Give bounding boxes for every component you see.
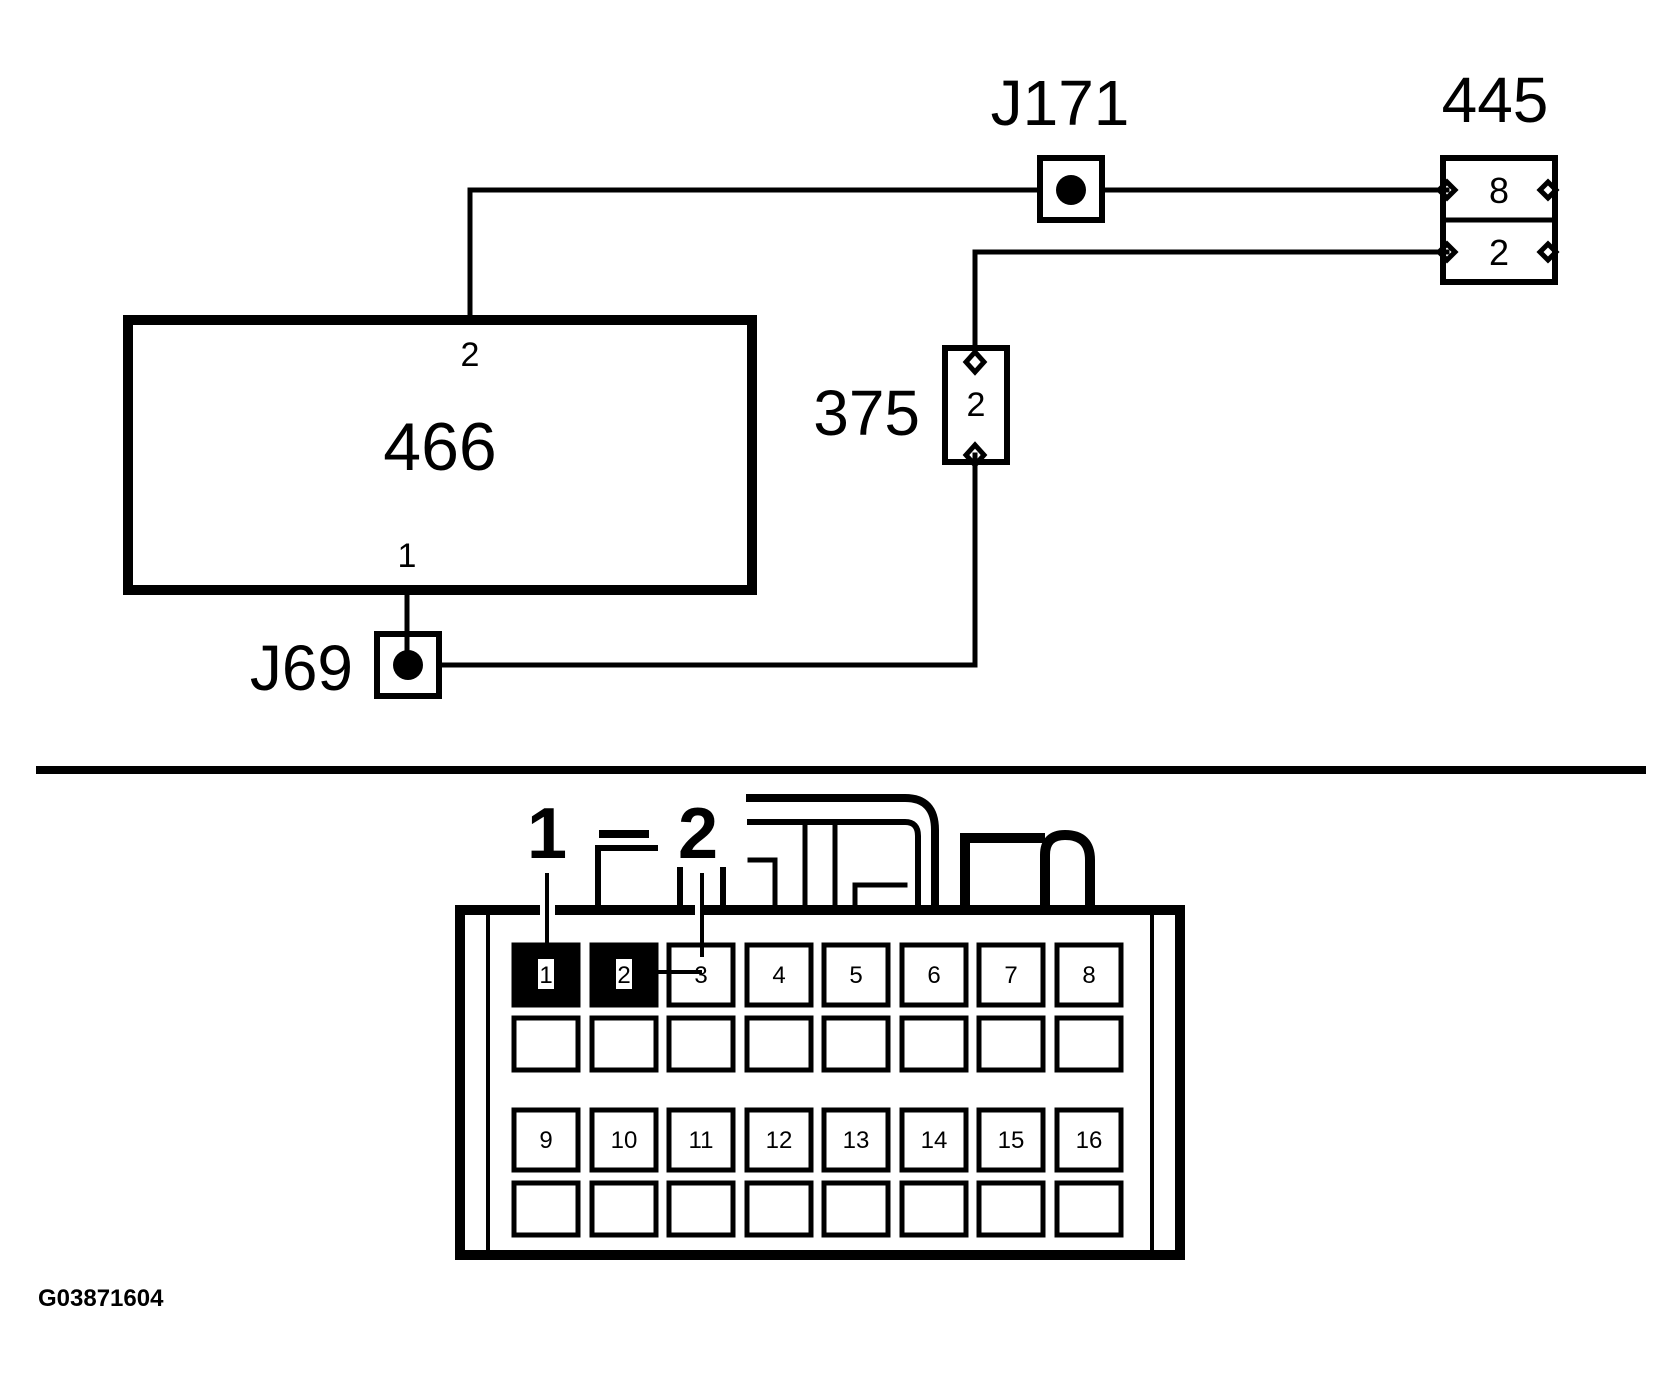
pin-9-label: 9 [539, 1127, 552, 1154]
top-row-cavity-6 [899, 942, 969, 1008]
top-row-lower-cavity-5 [821, 1015, 891, 1073]
wire-module-pin2-to-j171 [467, 187, 1043, 323]
pin-2-label-backing [616, 959, 632, 989]
pin-7-label: 7 [1004, 962, 1017, 989]
top-row-cavity-3 [666, 942, 736, 1008]
bottom-row-cavity-14 [899, 1107, 969, 1173]
bottom-row-cavity-13 [821, 1107, 891, 1173]
connector-445-pin-lower-label: 2 [1489, 232, 1509, 273]
pin-12-label: 12 [766, 1127, 793, 1154]
top-row-cavity-4 [744, 942, 814, 1008]
connector-445-pin8-terminal-right [1536, 178, 1560, 202]
top-row-lower-cavity-3 [666, 1015, 736, 1073]
pin-1-label: 1 [539, 962, 552, 989]
wire-445-pin2-to-375 [972, 249, 1450, 355]
connector-375-terminal-bottom [962, 441, 988, 469]
connector-445-pin-upper-label: 8 [1489, 170, 1509, 211]
bottom-row-lower-cavity-12 [744, 1180, 814, 1238]
top-row-lower-cavity-1 [511, 1015, 581, 1073]
connector-375-label: 375 [813, 377, 920, 449]
connector-445-pin8-terminal-left [1435, 178, 1459, 202]
pin-8-label: 8 [1082, 962, 1095, 989]
bottom-row-lower-cavity-11 [666, 1180, 736, 1238]
pin-14-label: 14 [921, 1127, 948, 1154]
connector-rear-wires [595, 794, 1095, 910]
connector-375-terminal-top [962, 348, 988, 376]
bottom-row-lower-cavity-9 [511, 1180, 581, 1238]
connector-445-pin2-terminal-right [1536, 240, 1560, 264]
pin-15-label: 15 [998, 1127, 1025, 1154]
splice-j69-dot [393, 650, 423, 680]
callout-1-label: 1 [527, 794, 567, 874]
top-row-cavity-5 [821, 942, 891, 1008]
splice-j171-box [1037, 155, 1105, 223]
bottom-row-lower-cavity-15 [976, 1180, 1046, 1238]
pin-16-label: 16 [1076, 1127, 1103, 1154]
bottom-row-lower-cavity-10 [589, 1180, 659, 1238]
connector-housing [455, 905, 1185, 1260]
top-row-cavity-8 [1054, 942, 1124, 1008]
pin-2-label: 2 [617, 962, 630, 989]
top-row-lower-cavity-7 [976, 1015, 1046, 1073]
pin-3-label: 3 [694, 962, 707, 989]
bottom-row-lower-cavity-14 [899, 1180, 969, 1238]
top-row-lower-cavity-8 [1054, 1015, 1124, 1073]
bottom-row-lower-cavity-16 [1054, 1180, 1124, 1238]
splice-j69-label: J69 [250, 632, 353, 704]
module-pin-bottom-label: 1 [398, 537, 417, 575]
connector-375-pin-label: 2 [967, 386, 986, 424]
top-row-cavity-7 [976, 942, 1046, 1008]
schematic: 466 2 1 J171 J69 2 375 8 2 445 [123, 64, 1560, 704]
figure-id: G03871604 [38, 1285, 164, 1312]
top-row-lower-cavity-6 [899, 1015, 969, 1073]
splice-j171-dot [1056, 175, 1086, 205]
module-466-box [123, 315, 757, 595]
wire-375-to-j69 [437, 452, 978, 668]
top-row-lower-cavity-2 [589, 1015, 659, 1073]
top-row-lower-cavity-4 [744, 1015, 814, 1073]
bottom-row-cavity-10 [589, 1107, 659, 1173]
connector-445-label: 445 [1442, 64, 1549, 136]
bottom-row-cavity-12 [744, 1107, 814, 1173]
pin-11-label: 11 [689, 1127, 714, 1154]
pin-4-label: 4 [772, 962, 785, 989]
module-466-label: 466 [383, 409, 496, 485]
callout-2-label: 2 [678, 794, 718, 874]
bottom-row-cavity-15 [976, 1107, 1046, 1173]
pin-6-label: 6 [927, 962, 940, 989]
splice-j69-box [374, 631, 442, 699]
bottom-row-cavity-11 [666, 1107, 736, 1173]
pin-1-label-backing [538, 959, 554, 989]
pin-10-label: 10 [611, 1127, 638, 1154]
pin-5-label: 5 [849, 962, 862, 989]
splice-j171-label: J171 [991, 67, 1130, 139]
pin-13-label: 13 [843, 1127, 870, 1154]
bottom-row-lower-cavity-13 [821, 1180, 891, 1238]
bottom-row-cavity-16 [1054, 1107, 1124, 1173]
module-pin-top-label: 2 [461, 336, 480, 374]
bottom-row-cavity-9 [511, 1107, 581, 1173]
connector-445-pin2-terminal-left [1435, 240, 1459, 264]
